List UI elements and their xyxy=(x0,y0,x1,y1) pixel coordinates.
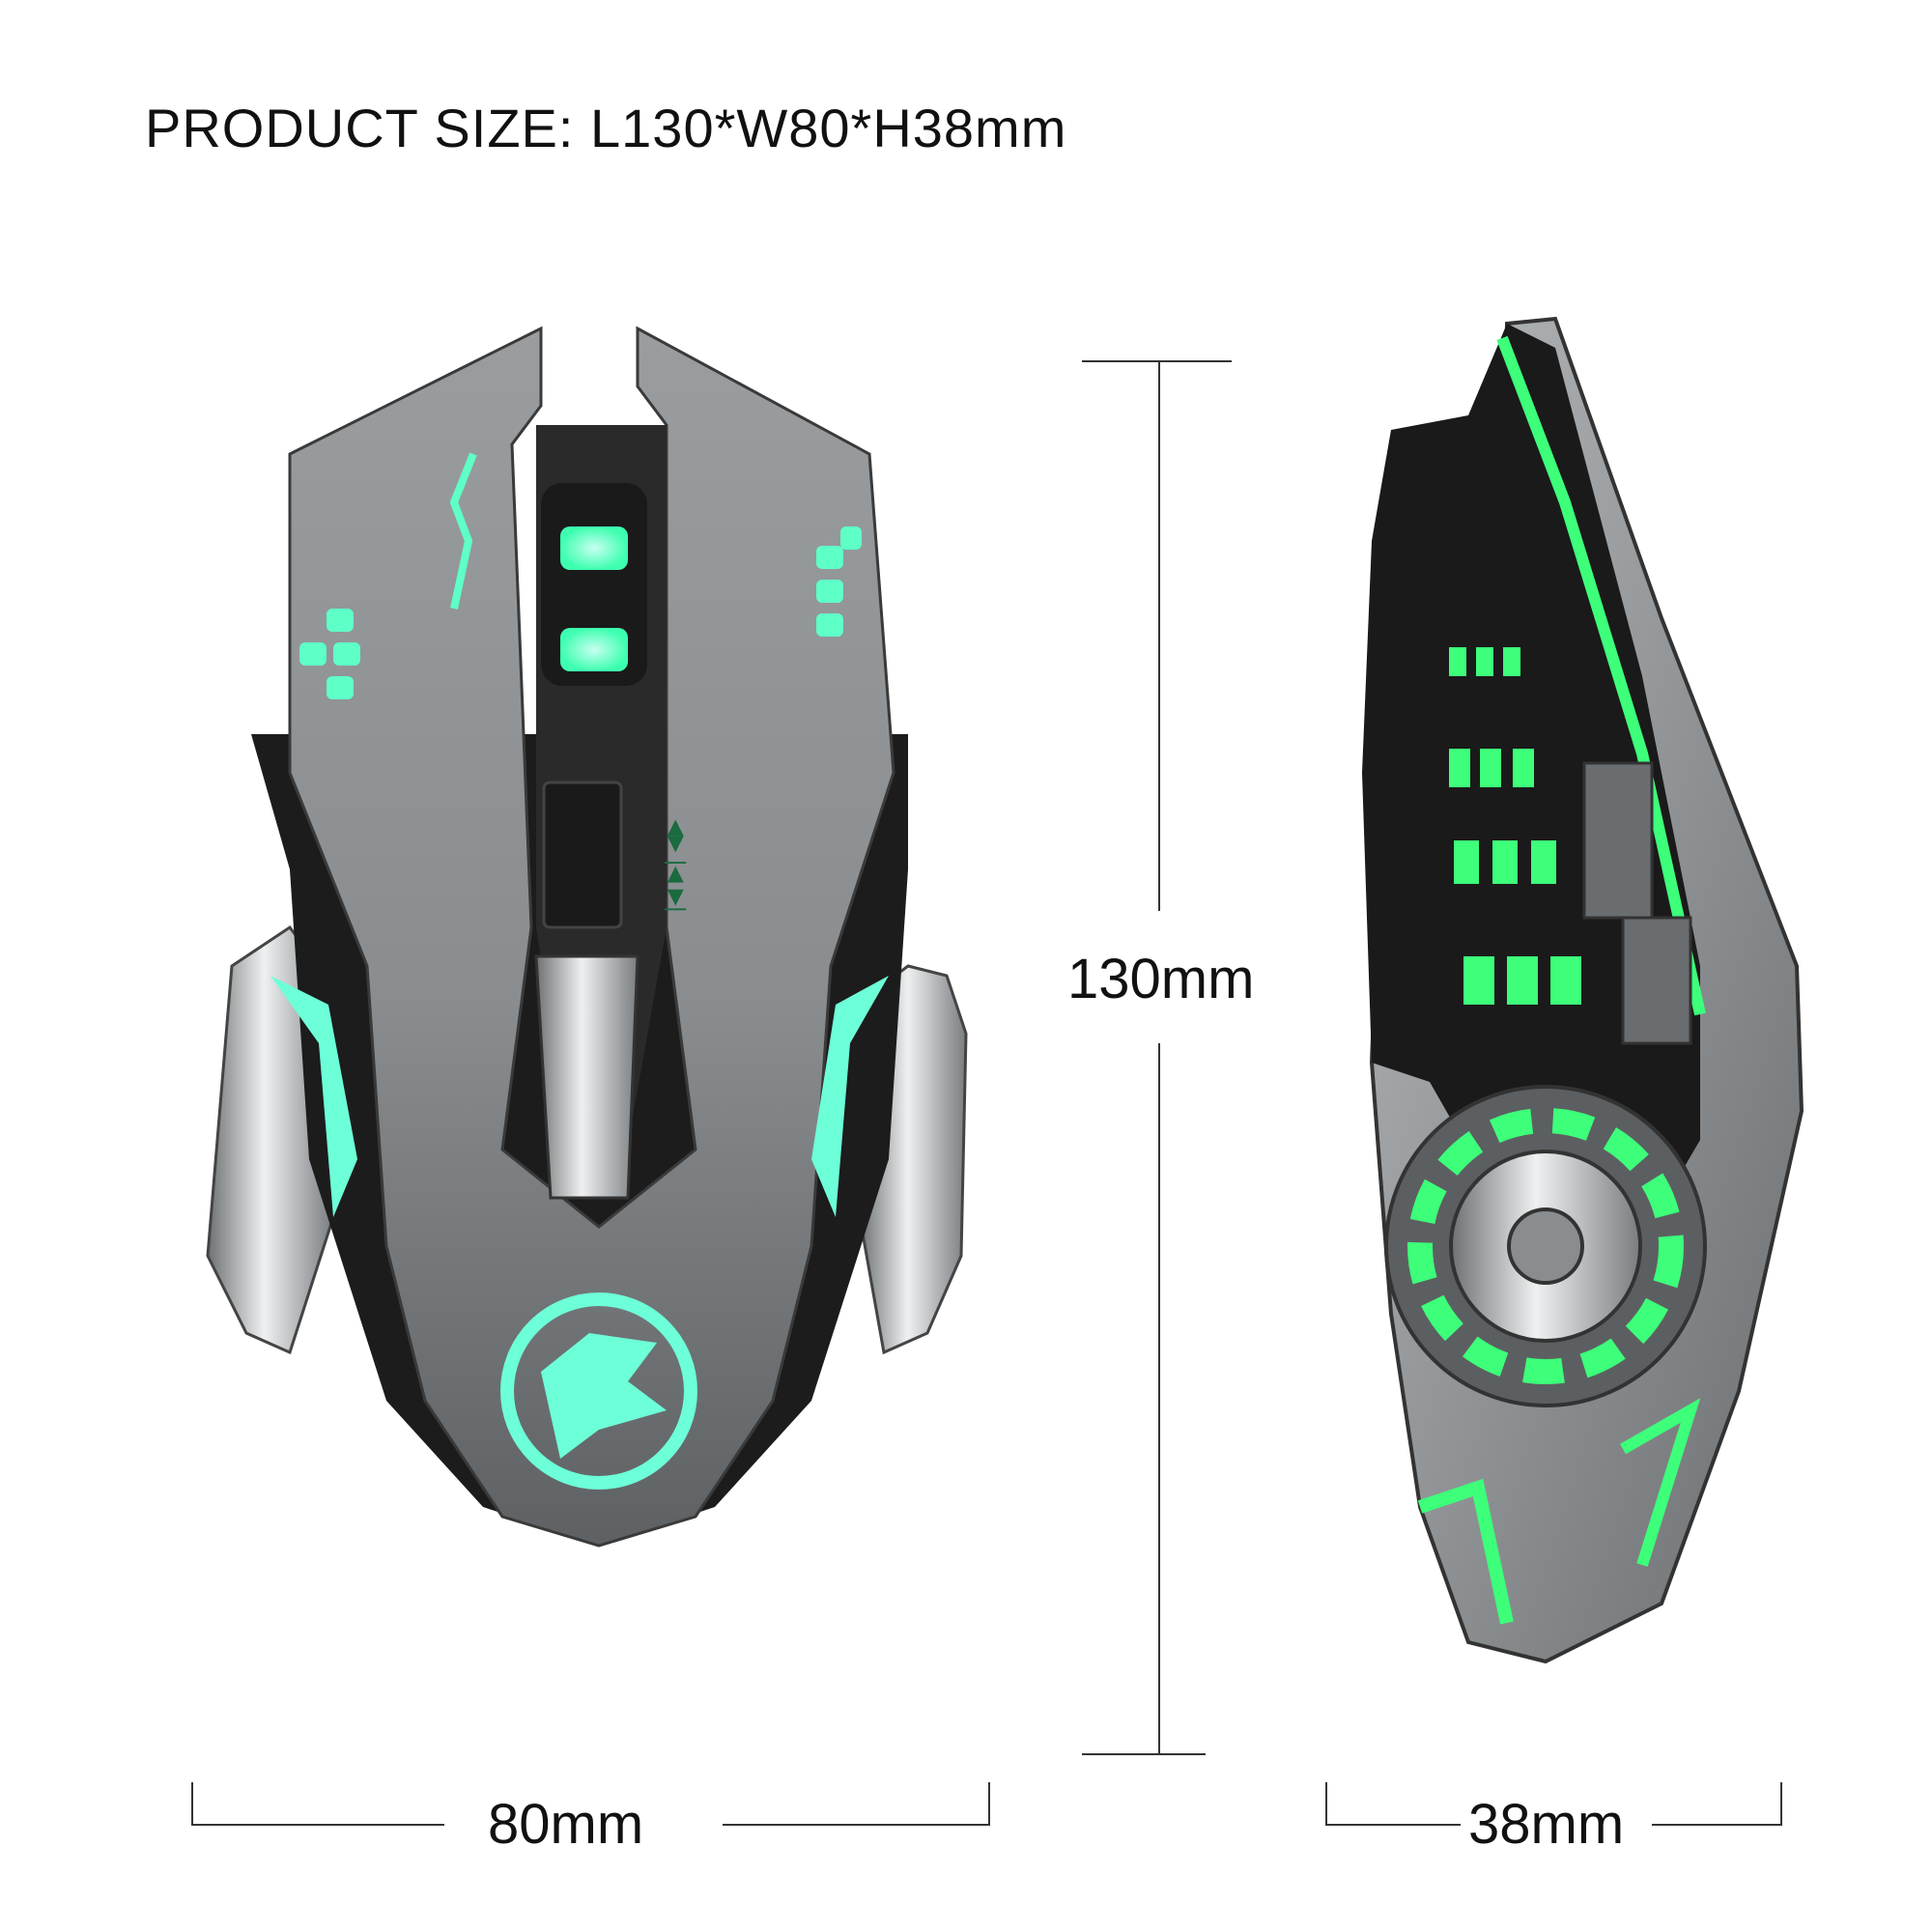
height-label: 38mm xyxy=(1468,1792,1625,1857)
right-dpad-glow xyxy=(816,526,862,637)
side-button-forward xyxy=(1582,761,1654,920)
height-left-tick xyxy=(1325,1782,1327,1826)
left-glow-strip xyxy=(270,976,357,1217)
width-line-left xyxy=(191,1824,444,1826)
height-line-left xyxy=(1325,1824,1461,1826)
mouse-shell xyxy=(288,326,895,1548)
height-line-right xyxy=(1652,1824,1782,1826)
mouse-side-view xyxy=(1362,316,1804,1664)
length-top-tick xyxy=(1082,360,1232,362)
svg-text:|◀ ▶| ◀▶: |◀ ▶| ◀▶ xyxy=(663,819,687,913)
dragon-logo xyxy=(500,1293,697,1490)
side-gear-ring xyxy=(1384,1085,1707,1407)
side-button-back xyxy=(1621,916,1692,1045)
width-left-tick xyxy=(191,1782,193,1826)
dpi-button xyxy=(542,781,623,929)
length-bottom-tick xyxy=(1082,1753,1206,1755)
product-size-title: PRODUCT SIZE: L130*W80*H38mm xyxy=(145,98,1067,158)
side-glow-segments xyxy=(1449,647,1581,1005)
width-right-tick xyxy=(988,1782,990,1826)
side-dark-body xyxy=(1362,324,1700,1256)
length-label: 130mm xyxy=(1067,947,1255,1011)
mouse-top-view: |◀ ▶| ◀▶ xyxy=(206,326,968,1548)
height-right-tick xyxy=(1780,1782,1782,1826)
width-line-right xyxy=(723,1824,990,1826)
length-line-lower xyxy=(1158,1043,1160,1753)
left-dpad-glow xyxy=(299,609,360,699)
right-glow-strip xyxy=(811,976,889,1217)
length-line-upper xyxy=(1158,360,1160,911)
width-label: 80mm xyxy=(488,1792,644,1857)
